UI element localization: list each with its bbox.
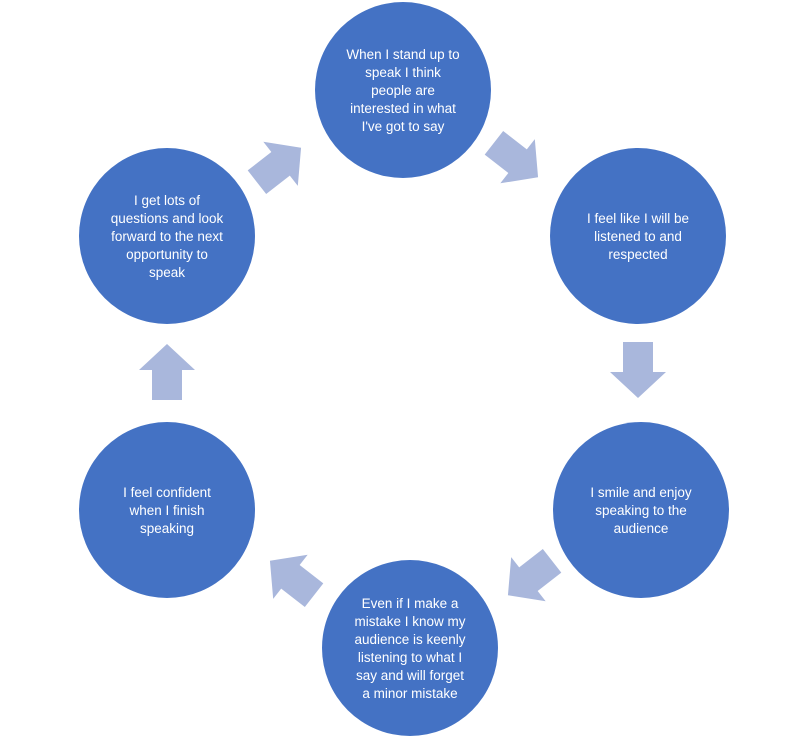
cycle-node-label-line: listening to what I [358,650,462,665]
cycle-node-label-line: listened to and [594,229,682,244]
cycle-node-label-line: respected [608,247,667,262]
cycle-node-label-line: audience [614,521,669,536]
cycle-node-2: I feel like I will be listened to and resp… [550,148,726,324]
cycle-node-circle-3 [553,422,729,598]
cycle-node-label-line: Even if I make a [362,596,459,611]
cycle-node-circle-4 [322,560,498,736]
cycle-node-label-line: audience is keenly [354,632,465,647]
cycle-node-label-line: speak I think [365,65,441,80]
cycle-node-circle-6 [79,148,255,324]
cycle-node-3: I smile and enjoy speaking to the audience [553,422,729,598]
cycle-node-label-line: I've got to say [362,119,445,134]
cycle-node-label-line: interested in what [350,101,456,116]
cycle-node-5: I feel confident when I finish speaking [79,422,255,598]
cycle-node-label-1: When I stand up to speak I think people ar… [346,47,459,134]
cycle-node-label-5: I feel confident when I finish speaking [123,485,211,536]
cycle-node-label-line: speak [149,265,185,280]
cycle-node-4: Even if I make a mistake I know my audienc… [322,560,498,736]
cycle-node-label-line: a minor mistake [362,686,457,701]
arrow-icon-n1-to-n2 [484,130,539,184]
cycle-node-label-line: I get lots of [134,193,200,208]
cycle-node-6: I get lots of questions and look forward t… [79,148,255,324]
cycle-node-label-line: speaking to the [595,503,687,518]
cycle-node-circle-1 [315,2,491,178]
arrow-icon-n4-to-n5 [269,554,324,608]
cycle-node-label-line: mistake I know my [354,614,465,629]
cycle-node-label-line: When I stand up to [346,47,459,62]
cycle-node-label-line: I feel like I will be [587,211,689,226]
cycle-node-label-line: I feel confident [123,485,211,500]
cycle-node-label-line: speaking [140,521,194,536]
cycle-node-label-line: people are [371,83,435,98]
cycle-node-label-line: questions and look [111,211,224,226]
cycle-node-label-4: Even if I make a mistake I know my audienc… [354,596,465,701]
cycle-node-label-line: forward to the next [111,229,223,244]
arrows-layer [139,130,666,608]
cycle-node-circle-2 [550,148,726,324]
cycle-node-label-line: I smile and enjoy [590,485,692,500]
arrow-icon-n2-to-n3 [610,342,666,398]
cycle-node-label-line: opportunity to [126,247,208,262]
arrow-icon-n6-to-n1 [247,141,302,195]
arrow-icon-n5-to-n6 [139,344,195,400]
cycle-node-1: When I stand up to speak I think people ar… [315,2,491,178]
cycle-node-label-2: I feel like I will be listened to and resp… [587,211,689,262]
arrow-icon-n3-to-n4 [507,548,562,602]
cycle-node-label-line: say and will forget [356,668,464,683]
cycle-node-label-6: I get lots of questions and look forward t… [111,193,224,280]
cycle-node-label-3: I smile and enjoy speaking to the audience [590,485,692,536]
nodes-layer: When I stand up to speak I think people ar… [79,2,729,736]
cycle-node-circle-5 [79,422,255,598]
cycle-node-label-line: when I finish [128,503,204,518]
